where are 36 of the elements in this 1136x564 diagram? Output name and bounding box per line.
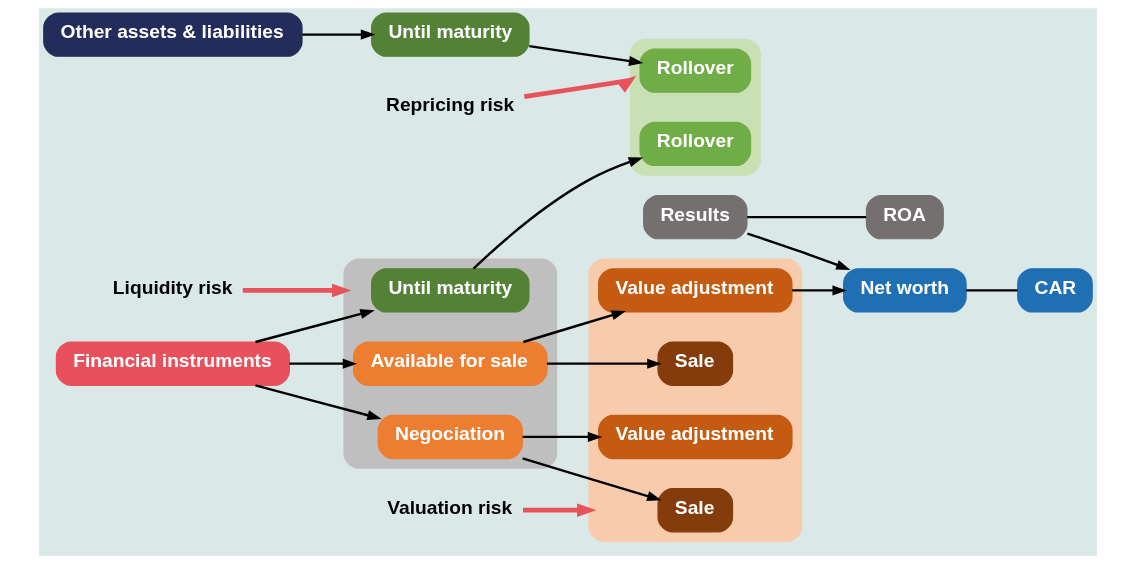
arrow [302,29,376,40]
arrow [792,285,847,296]
arrow [522,310,626,344]
node-box: Other assets & liabilities [43,12,303,57]
node-box: CAR [1017,268,1093,313]
node-box: Negociation [377,414,523,460]
arrow [242,283,352,298]
node-box: Value adjustment [598,268,793,313]
connector [747,215,867,219]
arrow [523,75,637,100]
arrow [522,457,662,501]
node-box: Until maturity [371,268,530,313]
node-text: Repricing risk [386,94,515,116]
arrow [522,431,603,442]
node-box: Rollover [639,121,752,167]
node-box: Sale [657,487,734,533]
node-box: Results [643,194,748,240]
arrow [523,503,597,517]
connector [966,289,1018,292]
arrow [289,358,358,369]
arrow [255,384,382,421]
node-box: ROA [865,194,944,240]
node-box: Available for sale [353,341,548,386]
node-text: Valuation risk [387,496,513,518]
arrow [747,232,851,270]
node-box: Net worth [843,268,967,313]
arrow [547,358,662,369]
node-box: Financial instruments [55,341,290,386]
node-box: Value adjustment [598,414,793,460]
node-text: Liquidity risk [112,276,233,298]
node-box: Until maturity [371,12,530,57]
node-box: Rollover [639,48,752,93]
arrow [472,157,644,270]
arrow [529,45,644,66]
node-box: Sale [657,341,734,386]
arrow [255,309,375,344]
